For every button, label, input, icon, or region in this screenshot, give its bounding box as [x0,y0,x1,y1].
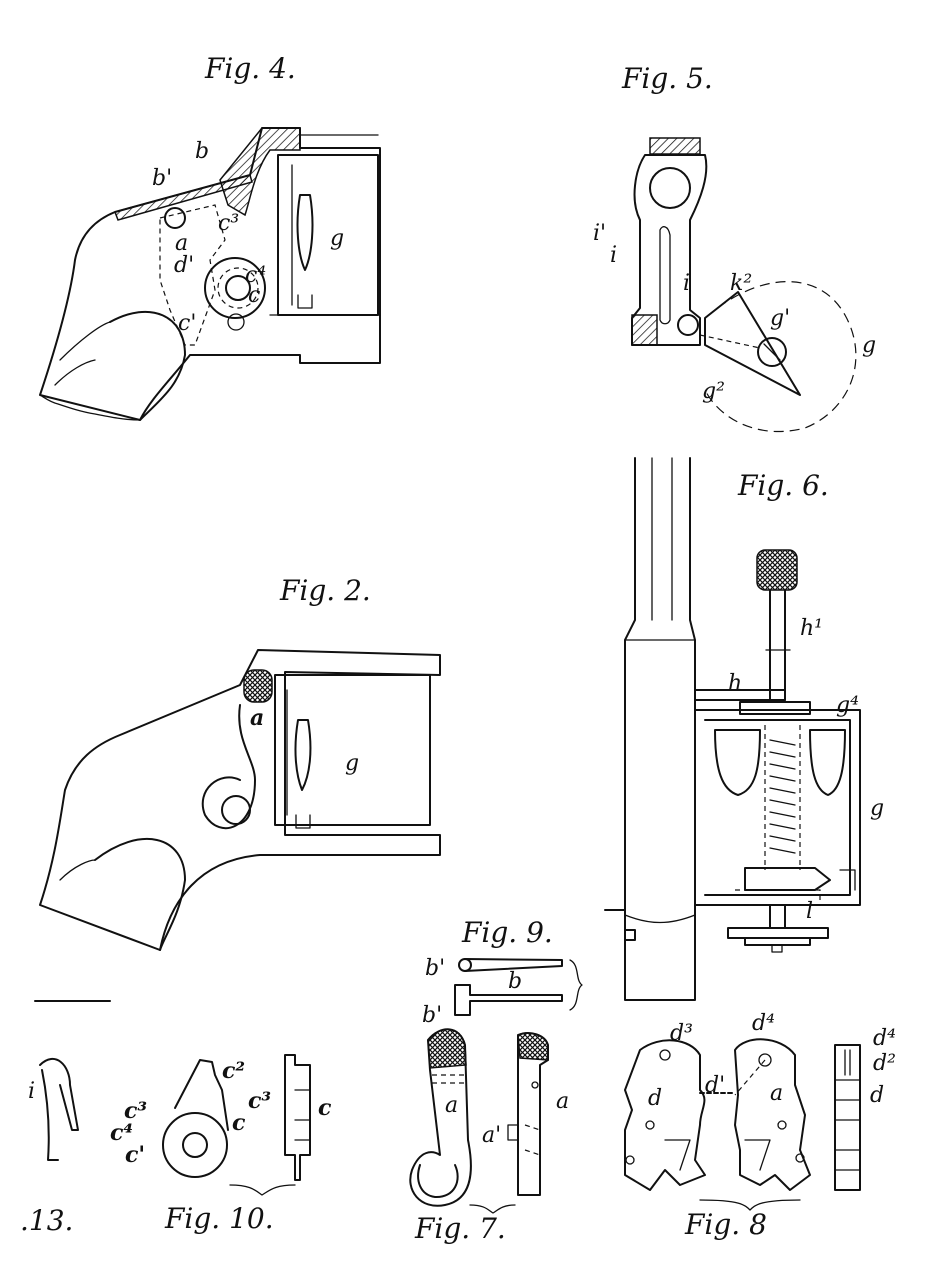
figure-4-caption: Fig. 4. [204,52,296,85]
figure-5-caption: Fig. 5. [621,62,713,95]
figure-8-caption: Fig. 8 [684,1208,767,1241]
fig5-ref-4: g' [770,306,790,331]
fig2-cylinder [274,674,431,826]
figure-4: Fig. 4. b' b a c³ d' c⁴ c c' g [39,52,381,421]
fig7-ref-1: a [556,1089,569,1114]
fig8-ref-3: d' [705,1073,725,1098]
figure-2: Fig. 2. a g [39,574,441,951]
fig4-ref-6: c [248,283,260,308]
fig8-ref-6: d² [873,1051,896,1076]
fig5-ref-5: g [862,333,876,358]
fig10-ref-4: c [232,1110,246,1136]
fig8-ref-1: d⁴ [752,1011,775,1036]
fig6-ref-1: h [728,671,742,696]
fig5-ref-0: i' [593,221,606,246]
fig4-ref-8: g [330,226,344,251]
figure-10-caption: Fig. 10. [164,1202,274,1235]
fig8-ref-5: d⁴ [873,1026,896,1051]
fig4-cylinder [277,154,379,316]
fig9-ref-1: b [508,969,522,994]
fig8-ref-4: a [770,1081,783,1106]
fig5-lever [631,154,708,346]
fig6-ref-3: g [870,796,884,821]
figure-6: Fig. 6. h¹ h g⁴ g l [604,457,884,1001]
fig10-ref-5: c³ [248,1088,271,1114]
fig9-ref-0: b' [425,956,445,981]
fig4-ref-3: c³ [218,211,239,236]
figure-13-caption: .13. [20,1204,73,1237]
fig5-ref-2: i [683,271,690,296]
fig7-ref-2: a' [482,1123,501,1148]
figure-7: a a a' Fig. 7. [409,1028,569,1245]
figure-7-caption: Fig. 7. [414,1212,506,1245]
figure-9: Fig. 9. b' b b' [422,916,583,1028]
fig2-ref-0: a [250,705,264,731]
fig6-ref-4: l [806,899,813,924]
figure-2-caption: Fig. 2. [279,574,371,607]
fig10-ref-6: c [318,1095,332,1121]
fig10-ref-2: c⁴ [110,1120,133,1146]
fig10-ref-0: c² [222,1058,245,1084]
figure-10: c² c³ c⁴ c' c c³ c Fig. 10. [110,1054,332,1235]
figure-5: Fig. 5. i' i i k² g' g g² [593,62,876,433]
fig7-ref-0: a [445,1093,458,1118]
fig10-ref-1: c³ [124,1098,147,1124]
fig13-ref-0: i [28,1079,35,1104]
fig8-ref-0: d³ [670,1021,693,1046]
fig4-ref-5: c⁴ [245,263,266,288]
fig4-ref-0: b' [152,166,172,191]
fig6-ref-0: h¹ [800,616,823,641]
fig8-ref-7: d [870,1083,884,1108]
fig5-ref-6: g² [702,379,725,404]
fig4-ref-2: a [175,231,188,256]
fig9-ref-2: b' [422,1003,442,1028]
fig4-ref-7: c' [178,311,196,336]
fig4-ref-1: b [195,139,209,164]
fig6-ref-2: g⁴ [836,693,859,718]
figure-13: i .13. [20,1000,111,1237]
figure-9-caption: Fig. 9. [461,916,553,949]
fig8-ref-2: d [648,1086,662,1111]
figure-8: d³ d⁴ d d' a d⁴ d² d Fig. 8 [624,1011,896,1241]
fig10-ref-3: c' [125,1142,145,1168]
fig4-pivot [164,207,186,229]
fig5-ref-1: i [610,243,617,268]
fig5-ref-3: k² [730,271,752,296]
fig2-ref-1: g [345,751,359,776]
fig4-cam-wheel [204,257,266,319]
fig4-ref-4: d' [174,253,194,278]
figure-6-caption: Fig. 6. [737,469,829,502]
